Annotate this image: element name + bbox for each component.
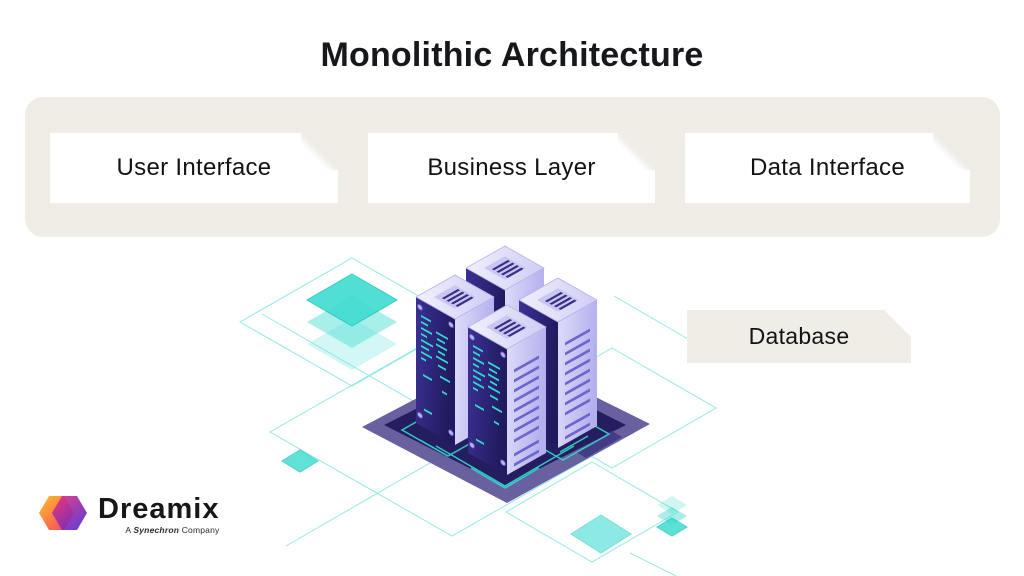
- isometric-servers: [415, 245, 598, 475]
- dreamix-logo: Dreamix A Synechron Company: [36, 492, 219, 535]
- page-title: Monolithic Architecture: [320, 36, 704, 74]
- layer-label: Data Interface: [750, 154, 905, 181]
- layers-panel: User Interface Business Layer Data Inter…: [25, 97, 1000, 237]
- tagline-suffix: Company: [181, 525, 220, 536]
- layer-box-data-interface: Data Interface: [685, 133, 970, 203]
- server-tower-front: [467, 304, 547, 475]
- layer-box-business-layer: Business Layer: [368, 133, 655, 203]
- database-box: Database: [687, 310, 911, 363]
- tagline-prefix: A: [125, 525, 131, 536]
- layer-label: Business Layer: [427, 154, 596, 181]
- database-label: Database: [748, 323, 850, 349]
- layer-label: User Interface: [116, 154, 272, 181]
- dreamix-infinity-icon: [39, 496, 87, 530]
- tagline-brand: Synechron: [133, 525, 180, 536]
- teal-diamond-accents: [281, 273, 688, 554]
- layer-box-user-interface: User Interface: [50, 133, 338, 203]
- logo-tagline: A Synechron Company: [125, 525, 219, 535]
- logo-text: Dreamix A Synechron Company: [98, 492, 220, 536]
- logo-wordmark: Dreamix: [98, 493, 220, 525]
